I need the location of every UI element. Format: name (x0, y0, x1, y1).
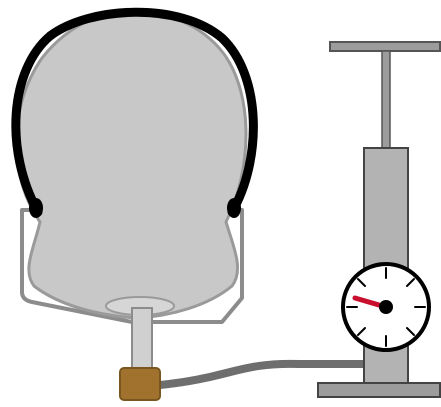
pump-rod (381, 50, 391, 149)
hose (156, 359, 376, 389)
cap-band-arc (11, 7, 258, 217)
balloon (14, 10, 248, 320)
pump-handle (329, 41, 441, 52)
gauge-tick (357, 278, 366, 287)
support-frame (20, 208, 244, 324)
neck-tube (131, 307, 153, 369)
gauge-tick (406, 327, 415, 336)
gauge-pivot (379, 300, 393, 314)
gauge-tick (357, 327, 366, 336)
gauge-ticks (346, 267, 426, 347)
pressure-gauge (341, 262, 431, 352)
cap-band-right-end (227, 198, 241, 218)
gauge-tick (406, 278, 415, 287)
cap-band-left-end (29, 198, 43, 218)
cap-band (11, 7, 258, 218)
cork-stopper (119, 367, 161, 401)
pump-base (317, 382, 441, 398)
support-frame-wire (20, 208, 244, 324)
